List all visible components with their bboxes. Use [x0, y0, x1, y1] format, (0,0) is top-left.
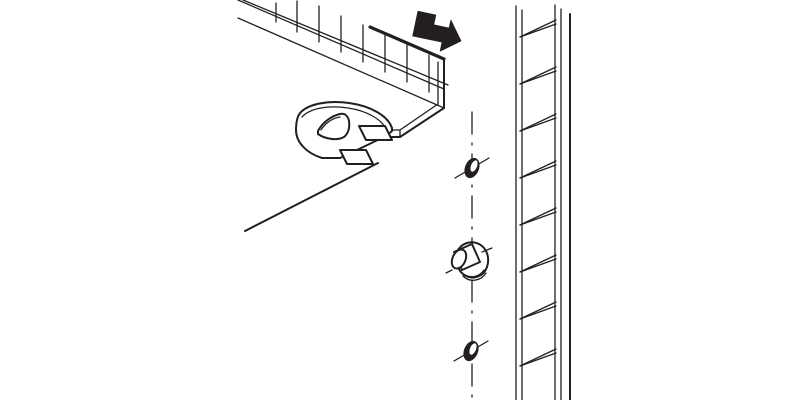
bracket-plate	[295, 101, 393, 159]
fastener-middle-collar-ring	[460, 269, 485, 278]
fastener-bottom-highlight	[469, 343, 477, 355]
fastener-middle-end-face	[450, 248, 468, 270]
fastener-bottom	[453, 340, 489, 362]
shelf-rail-shadow-edge	[368, 25, 446, 61]
upright-right-rail	[554, 4, 562, 400]
bracket-keyhole	[317, 112, 351, 141]
shelf-rail-bottom-edge	[237, 17, 445, 109]
fastener-top-highlight	[470, 160, 478, 172]
wall-upright	[515, 4, 571, 400]
fastener-middle-lead-lower	[445, 269, 453, 274]
fastener-top	[454, 157, 490, 179]
shelf-rail-dividers	[275, 0, 430, 93]
fastener-middle-collar-ring2	[462, 272, 487, 281]
bracket-tab-right	[358, 125, 393, 141]
fastener-middle	[445, 241, 493, 281]
shelf-rail-top-edge-a	[237, 0, 445, 90]
bracket-tab-left	[339, 149, 374, 165]
upright-left-rail	[515, 5, 523, 400]
upright-rungs	[519, 19, 557, 367]
bracket-tabs	[339, 125, 393, 165]
shelf-rail-top-edge-b	[242, 0, 449, 86]
fastener-middle-lead-upper	[481, 247, 493, 253]
bracket-keyhole-inner	[320, 116, 341, 131]
direction-arrow-icon	[412, 10, 462, 52]
edge-line	[244, 162, 379, 232]
bracket-plate-rim	[301, 106, 388, 132]
